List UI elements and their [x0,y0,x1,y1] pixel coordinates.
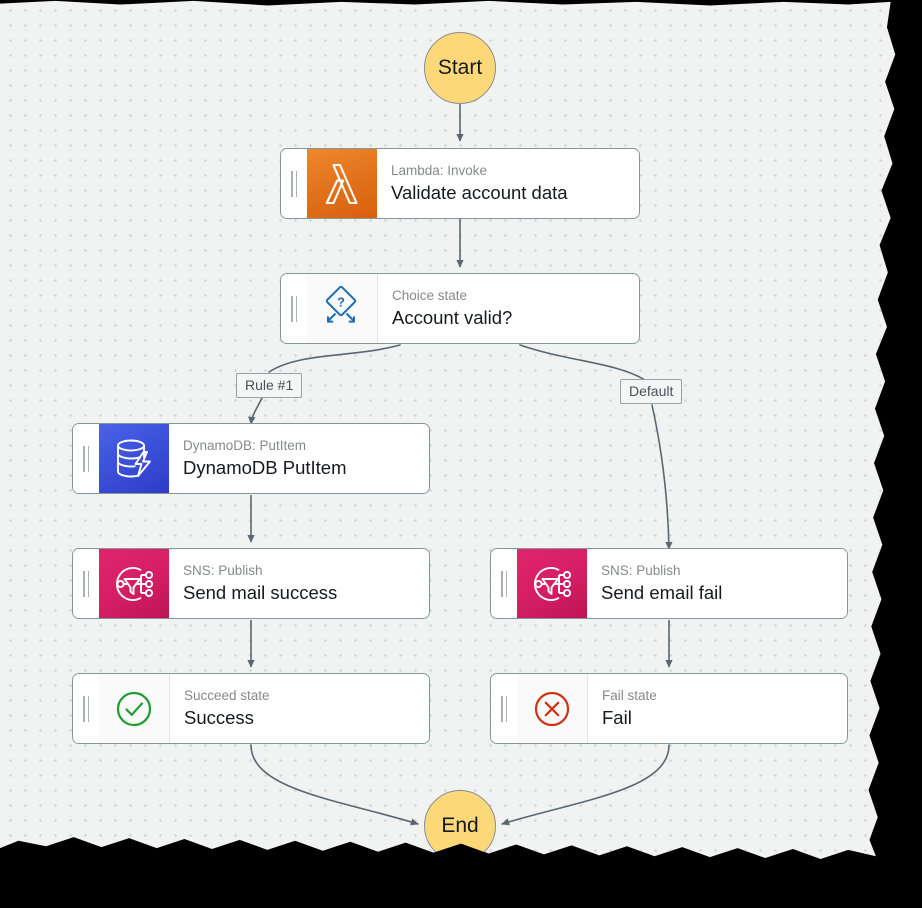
drag-handle[interactable] [281,274,307,343]
state-card-success[interactable]: Succeed state Success [72,673,430,744]
x-circle-icon [517,674,588,743]
state-card-validate-account-data[interactable]: Lambda: Invoke Validate account data [280,148,640,219]
state-card-dynamodb-putitem[interactable]: DynamoDB: PutItem DynamoDB PutItem [72,423,430,494]
state-kind: DynamoDB: PutItem [183,437,307,453]
state-card-text: Choice state Account valid? [378,274,639,343]
state-kind: SNS: Publish [601,562,681,578]
state-card-text: SNS: Publish Send email fail [587,549,847,618]
state-kind: SNS: Publish [183,562,263,578]
lambda-icon [307,149,377,218]
state-name: DynamoDB PutItem [183,457,347,479]
edge-choice-to-sns-fail [519,344,646,381]
drag-handle[interactable] [73,424,99,493]
state-card-text: Fail state Fail [588,674,847,743]
state-card-text: SNS: Publish Send mail success [169,549,429,618]
state-kind: Fail state [602,687,657,703]
edge-default-drop [651,404,673,550]
state-name: Fail [602,707,632,729]
drag-handle[interactable] [73,549,99,618]
state-name: Account valid? [392,307,513,329]
edge-label-rule-1[interactable]: Rule #1 [236,373,303,398]
drag-handle[interactable] [73,674,99,743]
state-card-account-valid[interactable]: ? Choice state Account valid? [280,273,640,344]
dynamodb-icon [99,424,169,493]
start-label: Start [437,56,483,79]
state-kind: Succeed state [184,687,270,703]
drag-handle[interactable] [491,549,517,618]
sns-icon [517,549,587,618]
state-card-send-email-fail[interactable]: SNS: Publish Send email fail [490,548,848,619]
start-node[interactable]: Start [424,32,496,104]
state-kind: Choice state [392,287,468,303]
state-card-text: Succeed state Success [170,674,429,743]
sns-icon [99,549,169,618]
end-label: End [441,814,479,837]
state-name: Validate account data [391,182,568,204]
edge-label-default[interactable]: Default [620,379,683,404]
state-card-text: Lambda: Invoke Validate account data [377,149,639,218]
svg-text:?: ? [337,294,345,309]
choice-diamond-icon: ? [307,274,378,343]
end-node[interactable]: End [424,790,496,859]
state-name: Send mail success [183,582,338,604]
edge-success-to-end [250,744,419,826]
edge-choice-to-dynamodb [268,344,401,373]
state-card-fail[interactable]: Fail state Fail [490,673,848,744]
drag-handle[interactable] [281,149,307,218]
check-circle-icon [99,674,170,743]
state-kind: Lambda: Invoke [391,162,488,178]
state-name: Send email fail [601,582,723,604]
state-name: Success [184,707,254,729]
state-card-text: DynamoDB: PutItem DynamoDB PutItem [169,424,429,493]
state-card-send-mail-success[interactable]: SNS: Publish Send mail success [72,548,430,619]
edge-fail-to-end [501,744,670,826]
drag-handle[interactable] [491,674,517,743]
edge-rule1-drop [248,397,263,425]
